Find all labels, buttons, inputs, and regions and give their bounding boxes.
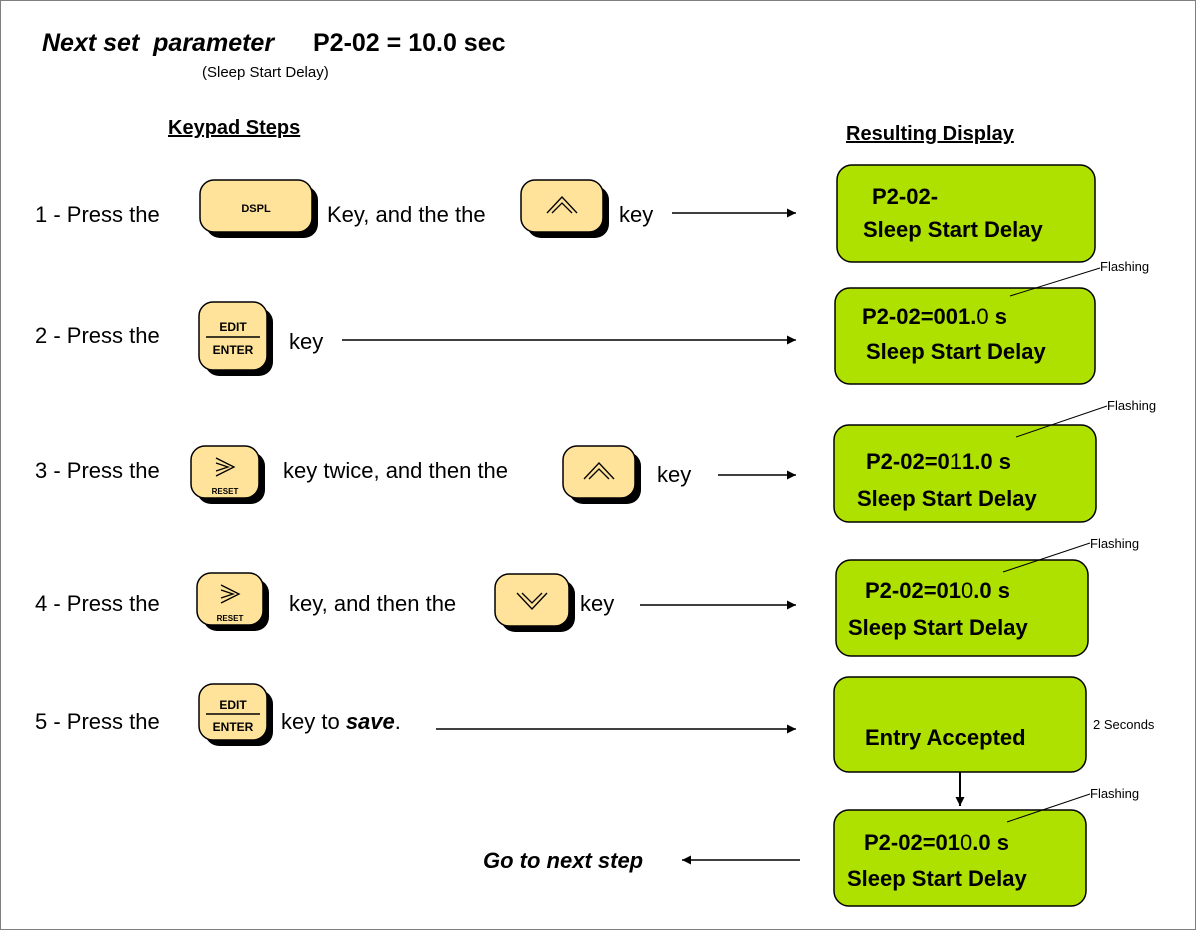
flashing-label-1: Flashing xyxy=(1100,259,1149,274)
display-3: P2-02=011.0 s Sleep Start Delay xyxy=(833,424,1097,523)
edit-key-label: EDIT xyxy=(219,698,247,712)
title-parameter: P2-02 = 10.0 sec xyxy=(313,29,506,57)
enter-key-label: ENTER xyxy=(213,343,254,357)
step3-text: key twice, and then the xyxy=(283,458,508,483)
display-2: P2-02=001.0 s Sleep Start Delay xyxy=(834,287,1096,385)
display1-line1: P2-02- xyxy=(872,184,938,209)
flashing-leader-3 xyxy=(1002,542,1091,573)
step1-key-word: key xyxy=(619,202,653,227)
display1-line2: Sleep Start Delay xyxy=(863,217,1044,242)
flashing-digit: 0 xyxy=(960,830,972,855)
step3-label: 3 - Press the xyxy=(35,458,160,483)
step4-label: 4 - Press the xyxy=(35,591,160,616)
flashing-digit: 0 xyxy=(976,304,988,329)
up-key-1[interactable] xyxy=(520,179,609,238)
title-subtitle: (Sleep Start Delay) xyxy=(202,64,329,81)
two-seconds-label: 2 Seconds xyxy=(1093,717,1155,732)
flashing-digit: 1 xyxy=(950,449,962,474)
resulting-display-heading: Resulting Display xyxy=(846,123,1015,145)
display4-line1: P2-02=010.0 s xyxy=(865,578,1010,603)
step5-label: 5 - Press the xyxy=(35,709,160,734)
edit-key-label: EDIT xyxy=(219,320,247,334)
right-reset-key-1[interactable]: RESET xyxy=(190,445,265,504)
reset-key-label: RESET xyxy=(212,487,239,496)
display2-line2: Sleep Start Delay xyxy=(866,339,1047,364)
flashing-leader-4 xyxy=(1006,793,1091,823)
step1-label: 1 - Press the xyxy=(35,202,160,227)
display2-line1: P2-02=001.0 s xyxy=(862,304,1007,329)
display-1: P2-02- Sleep Start Delay xyxy=(836,164,1096,263)
flashing-leader-1 xyxy=(1009,267,1101,297)
next-step-label: Go to next step xyxy=(483,848,643,873)
edit-enter-key-2[interactable]: EDIT ENTER xyxy=(198,683,273,746)
flashing-leader-2 xyxy=(1015,405,1108,438)
down-key[interactable] xyxy=(494,573,575,632)
display-4: P2-02=010.0 s Sleep Start Delay xyxy=(835,559,1089,657)
display5-line1: Entry Accepted xyxy=(865,725,1026,750)
up-key-2[interactable] xyxy=(562,445,641,504)
step3-key-word: key xyxy=(657,462,691,487)
display3-line2: Sleep Start Delay xyxy=(857,486,1038,511)
step4-text: key, and then the xyxy=(289,591,456,616)
right-reset-key-2[interactable]: RESET xyxy=(196,572,269,631)
display-6: P2-02=010.0 s Sleep Start Delay xyxy=(833,809,1087,907)
display3-line1: P2-02=011.0 s xyxy=(866,449,1011,474)
flashing-label-3: Flashing xyxy=(1090,536,1139,551)
keypad-steps-heading: Keypad Steps xyxy=(168,117,300,139)
step1-text: Key, and the the xyxy=(327,202,486,227)
dspl-key[interactable]: DSPL xyxy=(199,179,318,238)
dspl-key-label: DSPL xyxy=(241,203,271,215)
display6-line1: P2-02=010.0 s xyxy=(864,830,1009,855)
edit-enter-key-1[interactable]: EDIT ENTER xyxy=(198,301,273,376)
step2-label: 2 - Press the xyxy=(35,323,160,348)
step5-text: key to save. xyxy=(281,709,401,734)
title-prefix: Next set parameter xyxy=(42,29,281,57)
reset-key-label: RESET xyxy=(217,614,244,623)
flashing-digit: 0 xyxy=(961,578,973,603)
display6-line2: Sleep Start Delay xyxy=(847,866,1028,891)
display-5: Entry Accepted xyxy=(833,676,1087,773)
step2-key-word: key xyxy=(289,329,323,354)
flashing-label-2: Flashing xyxy=(1107,398,1156,413)
enter-key-label: ENTER xyxy=(213,720,254,734)
display4-line2: Sleep Start Delay xyxy=(848,615,1029,640)
flashing-label-4: Flashing xyxy=(1090,786,1139,801)
step4-key-word: key xyxy=(580,591,614,616)
